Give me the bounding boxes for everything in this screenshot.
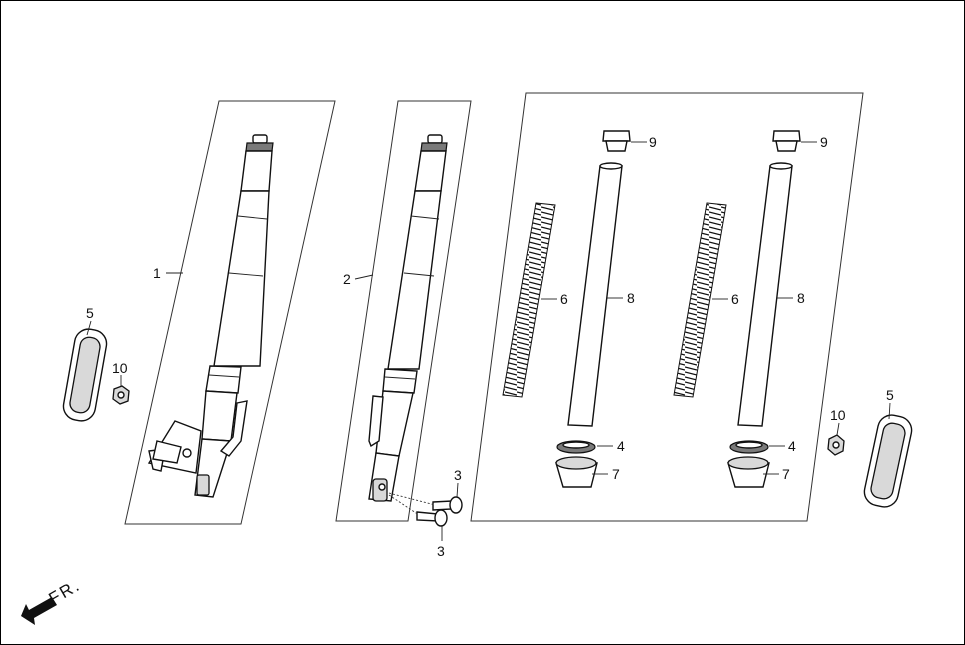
callout-5-left: 5 — [86, 305, 94, 321]
bolt-lower — [416, 509, 448, 527]
top-nut-b — [772, 130, 801, 152]
callout-7-a: 7 — [612, 466, 620, 482]
right-fork-assembly — [368, 134, 448, 502]
cover-left — [62, 328, 108, 422]
callout-10-left: 10 — [112, 360, 128, 376]
callout-4-b: 4 — [788, 438, 796, 454]
dust-cup-a — [555, 456, 598, 488]
internals-frame — [470, 92, 864, 522]
nut-right — [827, 434, 845, 456]
leader-lines — [86, 141, 891, 541]
fork-spring-b — [673, 202, 727, 398]
callout-4-a: 4 — [617, 438, 625, 454]
callout-8-b: 8 — [797, 290, 805, 306]
top-nut-a — [602, 130, 631, 152]
fork-tube-a — [567, 162, 623, 427]
left-fork-frame — [124, 100, 336, 525]
left-fork-assembly — [147, 134, 274, 498]
seal-a — [556, 440, 596, 454]
dust-cup-b — [727, 456, 770, 488]
callout-5-right: 5 — [886, 387, 894, 403]
fork-tube-b — [737, 162, 793, 427]
right-fork-frame — [335, 100, 472, 522]
callout-10-right: 10 — [830, 407, 846, 423]
cover-right — [863, 414, 913, 508]
callout-1: 1 — [153, 265, 161, 281]
seal-b — [729, 440, 769, 454]
nut-left — [112, 385, 130, 405]
callout-6-a: 6 — [560, 291, 568, 307]
bolt-upper — [432, 496, 463, 514]
front-label: FR. — [46, 575, 84, 608]
callout-6-b: 6 — [731, 291, 739, 307]
fork-spring-a — [502, 202, 556, 398]
callout-9-a: 9 — [649, 134, 657, 150]
callout-3-lower: 3 — [437, 543, 445, 559]
front-direction-arrow-icon — [21, 597, 57, 625]
callout-2: 2 — [343, 271, 351, 287]
callout-3-upper: 3 — [454, 467, 462, 483]
callout-7-b: 7 — [782, 466, 790, 482]
callout-9-b: 9 — [820, 134, 828, 150]
callout-8-a: 8 — [627, 290, 635, 306]
